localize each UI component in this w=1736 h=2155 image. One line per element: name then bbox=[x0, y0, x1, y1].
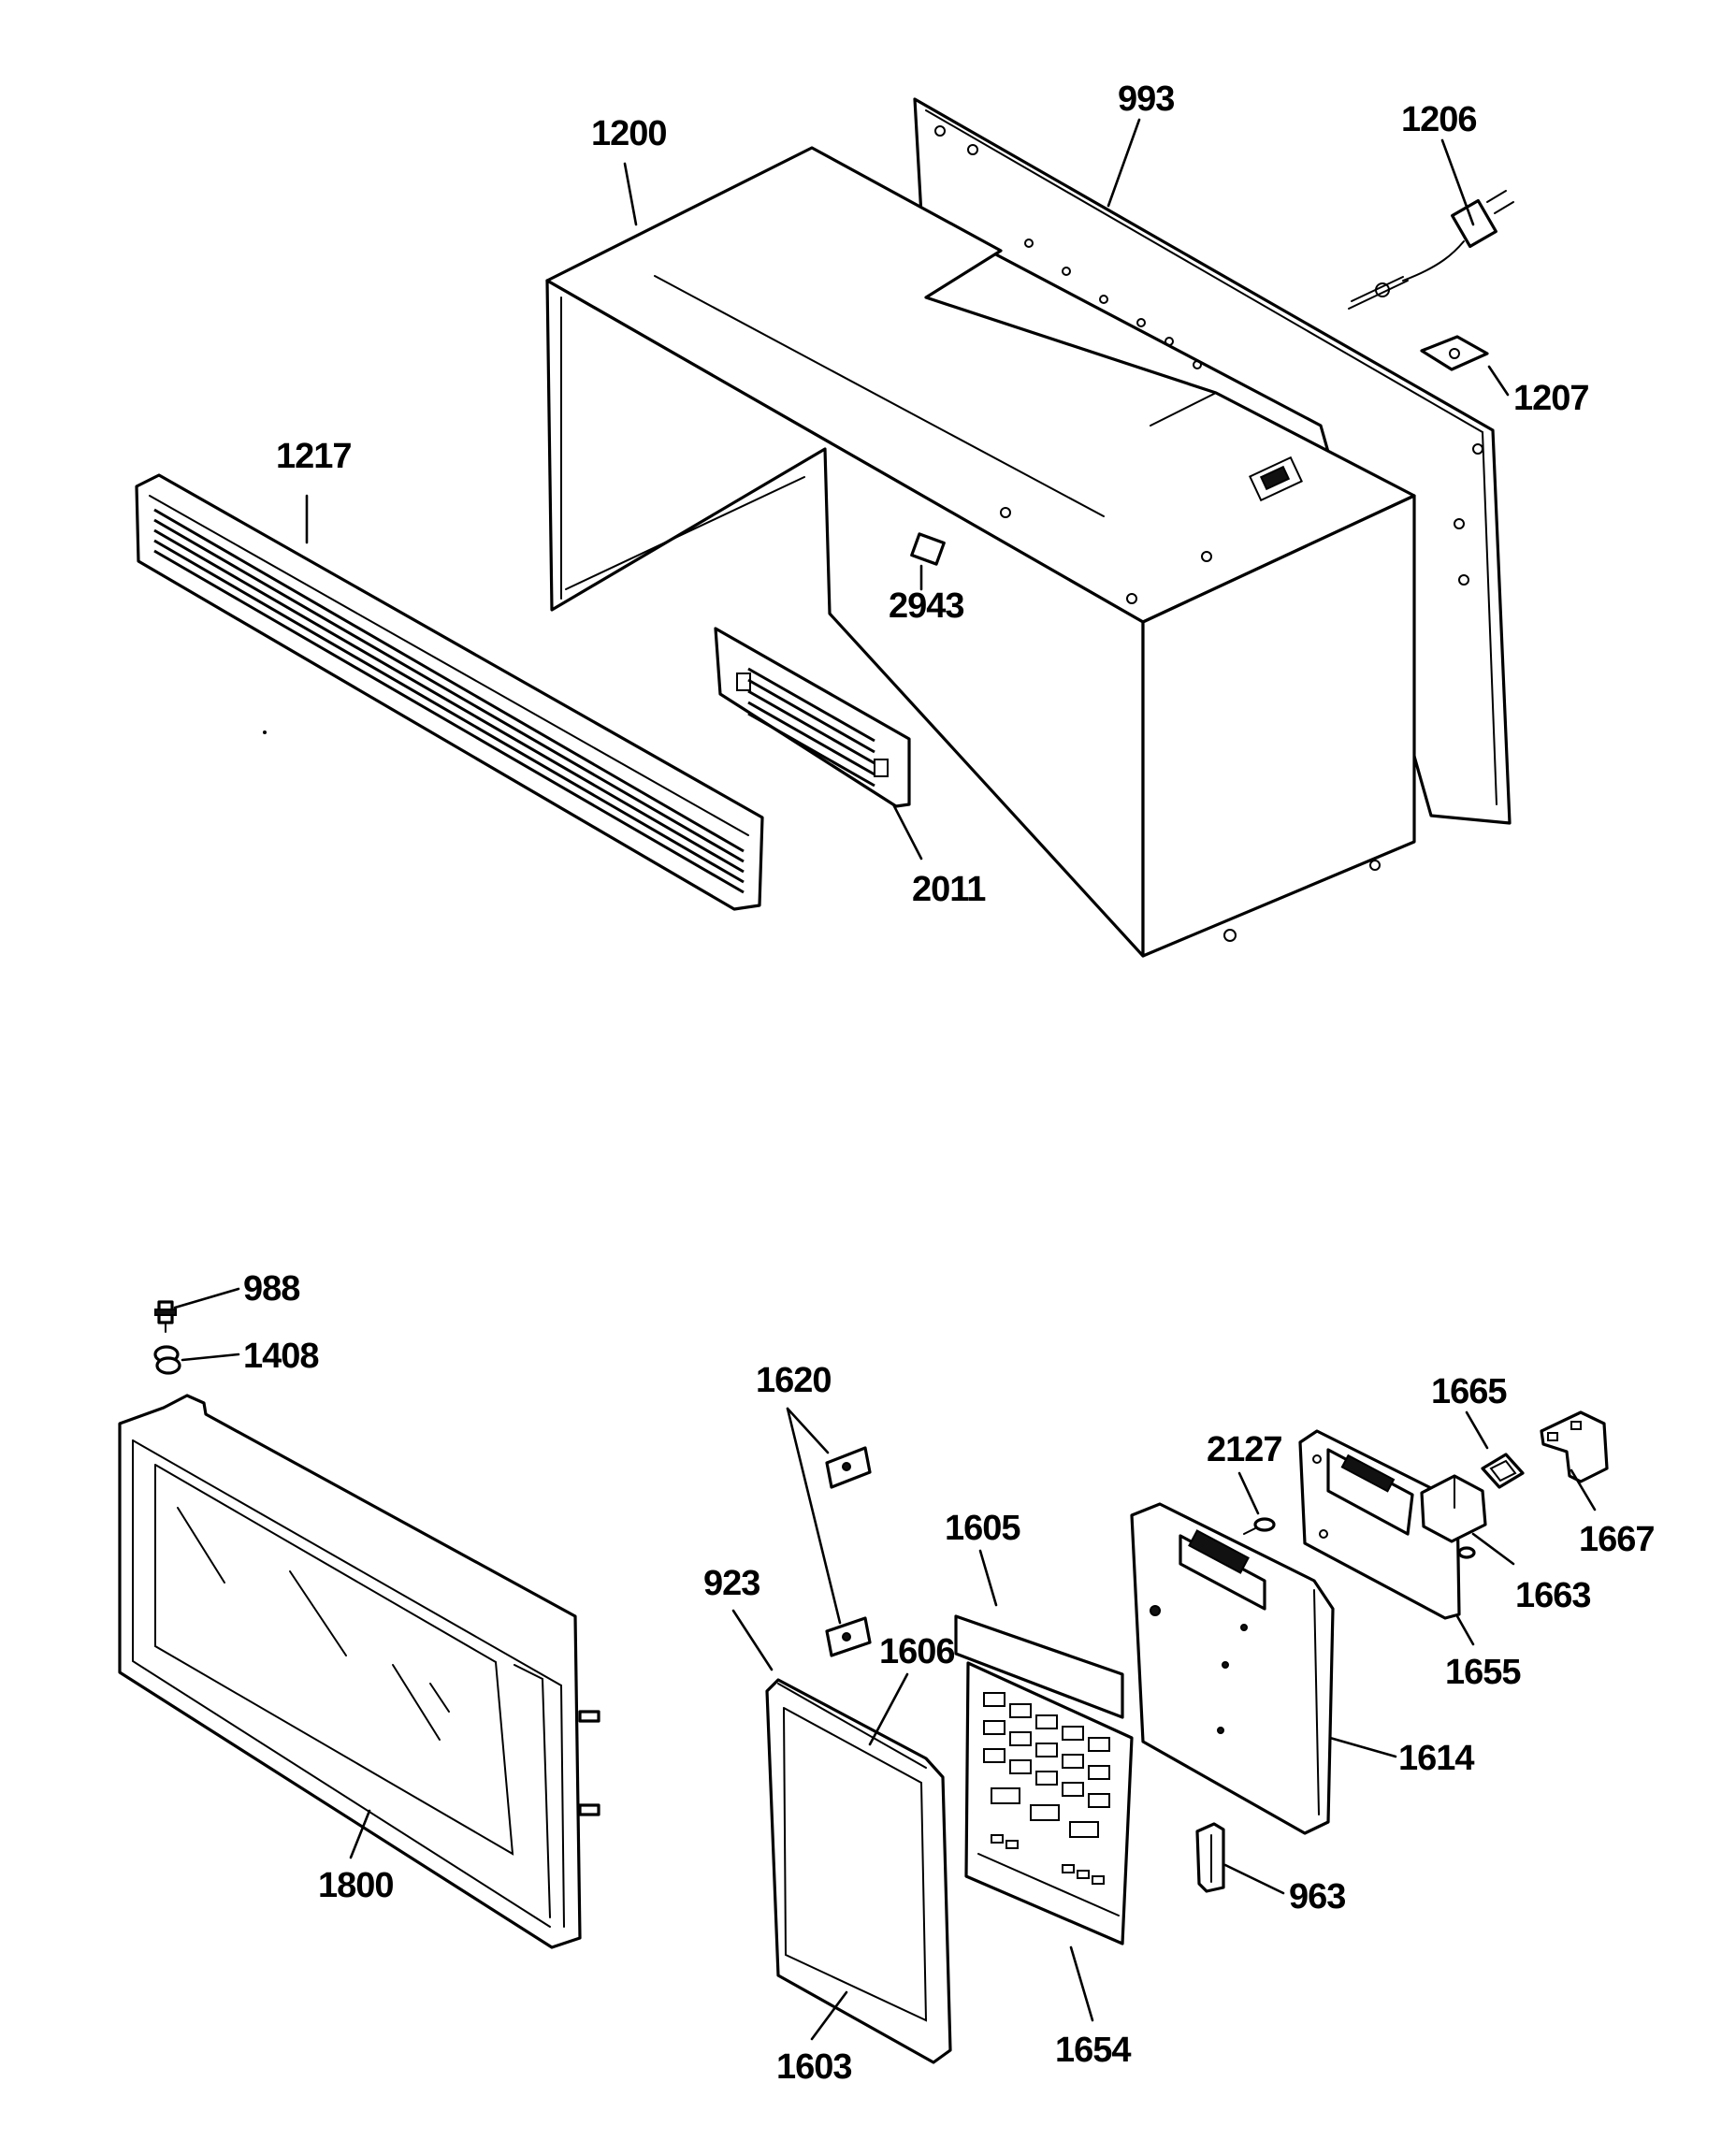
label-2943: 2943 bbox=[889, 586, 964, 626]
label-1603: 1603 bbox=[776, 2047, 852, 2087]
bracket-1207 bbox=[1420, 335, 1489, 371]
label-1620: 1620 bbox=[756, 1361, 832, 1400]
label-1665: 1665 bbox=[1431, 1372, 1507, 1411]
stray-dot bbox=[263, 730, 267, 734]
label-923: 923 bbox=[703, 1564, 760, 1603]
grille-1217 bbox=[135, 473, 764, 911]
outer-case-1200 bbox=[545, 146, 1416, 958]
hinge-1620-bottom bbox=[825, 1616, 872, 1657]
label-993: 993 bbox=[1118, 80, 1174, 119]
label-1606: 1606 bbox=[879, 1632, 955, 1671]
bracket-1667 bbox=[1540, 1410, 1609, 1483]
touch-panel-1654 bbox=[964, 1661, 1134, 1945]
label-1654: 1654 bbox=[1055, 2031, 1131, 2070]
label-2127: 2127 bbox=[1207, 1430, 1282, 1469]
gasket-1665 bbox=[1481, 1453, 1525, 1489]
label-1800: 1800 bbox=[318, 1866, 394, 1905]
control-frame-1603 bbox=[765, 1678, 952, 2064]
label-1663: 1663 bbox=[1515, 1576, 1591, 1615]
label-1206: 1206 bbox=[1401, 100, 1477, 139]
label-1408: 1408 bbox=[243, 1337, 319, 1376]
label-1217: 1217 bbox=[276, 437, 352, 476]
part-labels: 1200 993 1206 1207 1217 2943 2011 988 14… bbox=[243, 80, 1656, 2087]
screw-988 bbox=[154, 1300, 177, 1333]
clip-2943 bbox=[910, 532, 946, 566]
label-1207: 1207 bbox=[1513, 379, 1589, 418]
label-1605: 1605 bbox=[945, 1509, 1020, 1548]
circuit-board-1614 bbox=[1130, 1502, 1335, 1835]
leader-lines bbox=[173, 118, 1597, 2041]
label-2011: 2011 bbox=[912, 870, 986, 909]
transformer-1663 bbox=[1420, 1474, 1487, 1559]
label-1200: 1200 bbox=[591, 114, 667, 153]
clip-963 bbox=[1195, 1822, 1225, 1893]
label-988: 988 bbox=[243, 1269, 299, 1309]
hinge-1620-top bbox=[825, 1446, 872, 1489]
label-1655: 1655 bbox=[1445, 1653, 1521, 1692]
door-1800 bbox=[118, 1394, 600, 1949]
screw-2127 bbox=[1243, 1517, 1276, 1535]
label-1614: 1614 bbox=[1398, 1739, 1474, 1778]
overlay-1605 bbox=[954, 1614, 1124, 1719]
power-cord-1206 bbox=[1348, 190, 1514, 310]
washer-1408 bbox=[153, 1345, 181, 1375]
circuit-board-1655 bbox=[1298, 1429, 1461, 1620]
vent-panel-2011 bbox=[714, 627, 911, 808]
label-963: 963 bbox=[1289, 1877, 1345, 1916]
label-1667: 1667 bbox=[1579, 1520, 1655, 1559]
